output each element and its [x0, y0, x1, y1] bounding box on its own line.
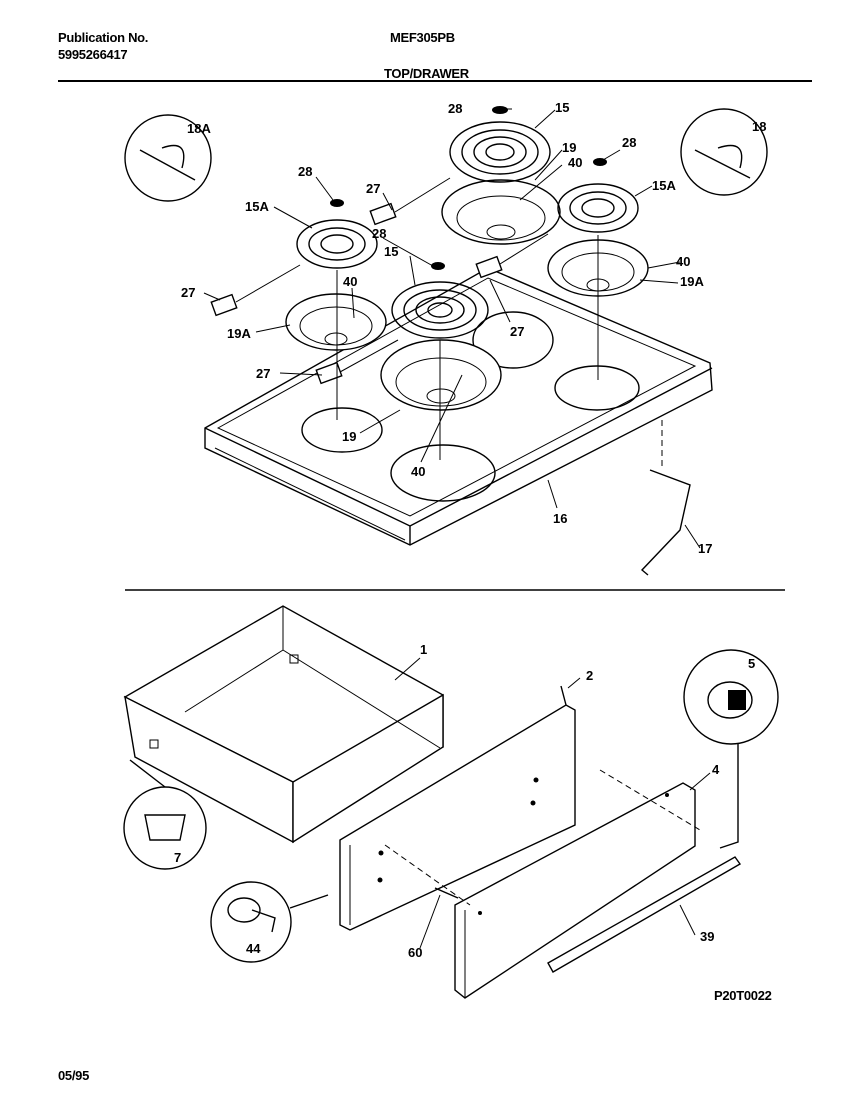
- drawer-1: [123, 605, 444, 844]
- section-title: TOP/DRAWER: [384, 66, 469, 81]
- receptacle-27: [210, 177, 549, 385]
- trim-39: [547, 856, 742, 973]
- label-60: 60: [408, 945, 422, 960]
- label-27: 27: [181, 285, 195, 300]
- diagram-code: P20T0022: [714, 988, 772, 1003]
- header-rule: [58, 80, 812, 82]
- label-40: 40: [676, 254, 690, 269]
- model-number: MEF305PB: [390, 30, 455, 45]
- callout-5: [683, 649, 779, 849]
- label-18a: 18A: [187, 121, 211, 136]
- drip-pan-19-front: [380, 339, 502, 411]
- label-19: 19: [342, 429, 356, 444]
- surface-element-15-rear: [449, 106, 551, 183]
- surface-element-15a-left: [296, 199, 378, 269]
- drip-pan-19-rear: [441, 179, 561, 245]
- label-7: 7: [174, 850, 181, 865]
- drip-pan-19a-left: [285, 293, 387, 351]
- leader-lines: [203, 108, 711, 949]
- screw-60: [434, 887, 459, 899]
- drawer-guide-lines: [384, 769, 701, 906]
- label-28: 28: [372, 226, 386, 241]
- callout-18a: [124, 114, 212, 202]
- callout-44: [210, 881, 329, 963]
- label-40: 40: [343, 274, 357, 289]
- label-27: 27: [256, 366, 270, 381]
- label-19a: 19A: [680, 274, 704, 289]
- label-27: 27: [510, 324, 524, 339]
- label-39: 39: [700, 929, 714, 944]
- label-44: 44: [246, 941, 261, 956]
- label-19a: 19A: [227, 326, 251, 341]
- label-40: 40: [568, 155, 582, 170]
- callout-7: [123, 759, 207, 870]
- label-4: 4: [712, 762, 720, 777]
- part-labels: 28 15 19 40 28 15A 18A 18 28 27 15A 27 4…: [174, 100, 766, 960]
- label-17: 17: [698, 541, 712, 556]
- footer-date: 05/95: [58, 1068, 90, 1083]
- label-2: 2: [586, 668, 593, 683]
- label-27: 27: [366, 181, 380, 196]
- label-28: 28: [298, 164, 312, 179]
- label-15: 15: [384, 244, 398, 259]
- label-16: 16: [553, 511, 567, 526]
- label-40: 40: [411, 464, 425, 479]
- label-15a: 15A: [652, 178, 676, 193]
- guide-lines: [336, 235, 663, 470]
- publication-number: 5995266417: [58, 47, 128, 62]
- label-5: 5: [748, 656, 755, 671]
- label-28: 28: [622, 135, 636, 150]
- label-28: 28: [448, 101, 462, 116]
- wire-harness-17: [640, 469, 691, 576]
- label-15: 15: [555, 100, 569, 115]
- label-15a: 15A: [245, 199, 269, 214]
- label-18: 18: [752, 119, 766, 134]
- callout-18: [680, 108, 768, 196]
- screw-2: [560, 685, 567, 706]
- label-1: 1: [420, 642, 427, 657]
- publication-label: Publication No.: [58, 30, 149, 45]
- surface-element-15-front: [391, 262, 489, 339]
- drawer-front-4: [454, 782, 696, 999]
- label-19: 19: [562, 140, 576, 155]
